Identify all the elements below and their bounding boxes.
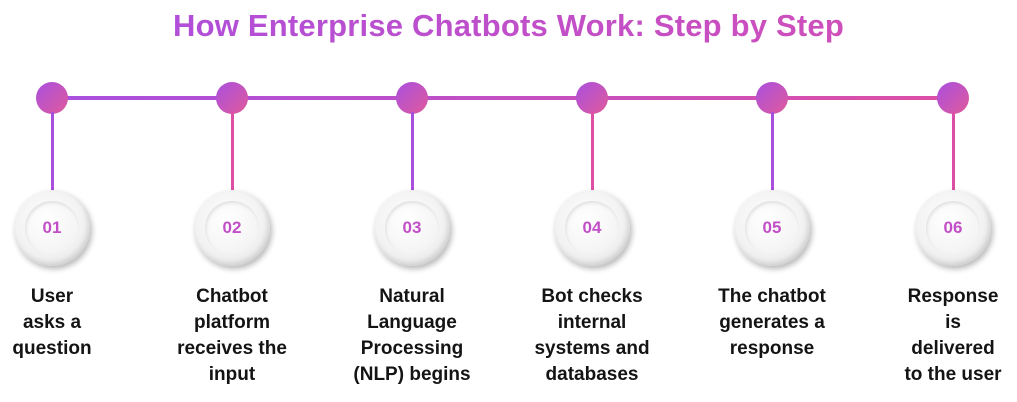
step-label: The chatbot generates a response: [718, 286, 826, 359]
timeline-node: [937, 82, 969, 114]
step-label: Bot checks internal systems and database…: [534, 286, 650, 385]
timeline-node: [36, 82, 68, 114]
step-label: User asks a question: [12, 286, 92, 359]
connector-stem: [410, 112, 414, 194]
connector-stem: [951, 112, 955, 194]
timeline-bar: [52, 96, 953, 100]
step-badge: 02: [194, 190, 270, 266]
connector-stem: [50, 112, 54, 194]
step-label: Response is delivered to the user: [904, 286, 1002, 385]
step-number: 05: [745, 201, 799, 255]
step-number: 02: [205, 201, 259, 255]
connector-stem: [770, 112, 774, 194]
step-number: 06: [926, 201, 980, 255]
step-badge: 04: [554, 190, 630, 266]
connector-stem: [230, 112, 234, 194]
timeline-node: [576, 82, 608, 114]
timeline-node: [216, 82, 248, 114]
step-badge: 01: [14, 190, 90, 266]
step-number: 04: [565, 201, 619, 255]
step-badge: 05: [734, 190, 810, 266]
step-number: 03: [385, 201, 439, 255]
timeline-node: [756, 82, 788, 114]
connector-stem: [590, 112, 594, 194]
step-label: Chatbot platform receives the input: [177, 286, 287, 385]
step-badge: 03: [374, 190, 450, 266]
step-badge: 06: [915, 190, 991, 266]
step-number: 01: [25, 201, 79, 255]
page-title: How Enterprise Chatbots Work: Step by St…: [0, 8, 1017, 44]
timeline-node: [396, 82, 428, 114]
step-label: Natural Language Processing (NLP) begins: [353, 286, 471, 385]
